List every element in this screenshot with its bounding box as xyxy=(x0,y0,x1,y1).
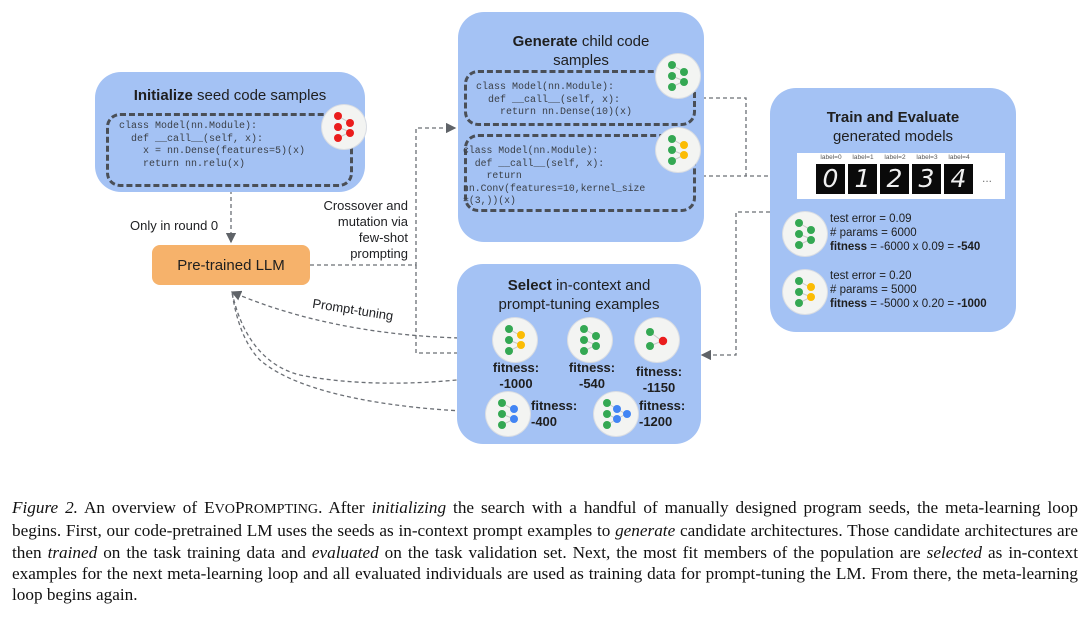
train-title: Train and Evaluate generated models xyxy=(826,109,960,145)
child-code-box-1 xyxy=(464,70,696,126)
mnist-samples-strip: label=0 label=1 label=2 label=3 label=4 … xyxy=(797,153,1005,199)
green-yellow-network-icon xyxy=(783,270,827,314)
child-code-box-2 xyxy=(464,134,696,212)
mnist-digit: 3 xyxy=(912,164,941,194)
label-crossover: Crossover and mutation via few-shot prom… xyxy=(323,198,408,261)
train-evaluate-panel: Train and Evaluate generated models test… xyxy=(770,88,1016,332)
select-title: Select in-context and prompt-tuning exam… xyxy=(498,277,660,313)
figure-label: Figure 2. xyxy=(12,498,78,517)
initialize-title: Initialize seed code samples xyxy=(133,87,327,104)
green-yellow-network-icon xyxy=(656,128,700,172)
generate-title: Generate child code samples xyxy=(512,33,650,69)
edge-train-to-select xyxy=(700,211,770,361)
mnist-digit: 4 xyxy=(944,164,973,194)
candidate-icon-green-red xyxy=(635,318,679,362)
candidate-fitness: fitness: -1000 xyxy=(492,360,540,391)
mnist-ellipsis: ... xyxy=(982,171,993,185)
candidate-icon-green-blue xyxy=(486,392,530,436)
candidate-fitness: fitness: -400 xyxy=(531,398,578,429)
model-1-metrics: test error = 0.09 # params = 6000 fitnes… xyxy=(830,213,981,253)
mnist-digit: 1 xyxy=(848,164,877,194)
child-code-2: class Model(nn.Module): def __call__(sel… xyxy=(463,145,646,206)
mnist-digit: 0 xyxy=(816,164,845,194)
model-2-metrics: test error = 0.20 # params = 5000 fitnes… xyxy=(830,270,987,310)
mnist-digit: 2 xyxy=(880,164,909,194)
label-prompt-tuning: Prompt-tuning xyxy=(311,295,395,324)
generate-panel: Generate child code samples class Model(… xyxy=(458,12,704,242)
candidate-icon-green xyxy=(568,318,612,362)
candidate-fitness: fitness: -1200 xyxy=(639,398,686,429)
green-network-icon xyxy=(783,212,827,256)
initialize-panel: Initialize seed code samples class Model… xyxy=(95,72,366,192)
green-network-icon xyxy=(656,54,700,98)
seed-code: class Model(nn.Module): def __call__(sel… xyxy=(119,121,306,170)
red-network-icon xyxy=(322,105,366,149)
candidate-icon-green-yellow xyxy=(493,318,537,362)
candidate-fitness: fitness: -540 xyxy=(568,360,616,391)
candidate-icon-green-blue-deep xyxy=(594,392,638,436)
label-only-round-0: Only in round 0 xyxy=(130,218,219,233)
select-panel: Select in-context and prompt-tuning exam… xyxy=(457,264,701,444)
method-name: EvoPrompting xyxy=(204,498,319,517)
seed-code-box xyxy=(106,113,353,187)
child-code-1: class Model(nn.Module): def __call__(sel… xyxy=(476,82,633,118)
pretrained-llm-box: Pre-trained LLM xyxy=(152,245,310,285)
candidate-fitness: fitness: -1150 xyxy=(635,364,683,395)
figure-caption: Figure 2. An overview of EvoPrompting. A… xyxy=(12,498,1079,605)
